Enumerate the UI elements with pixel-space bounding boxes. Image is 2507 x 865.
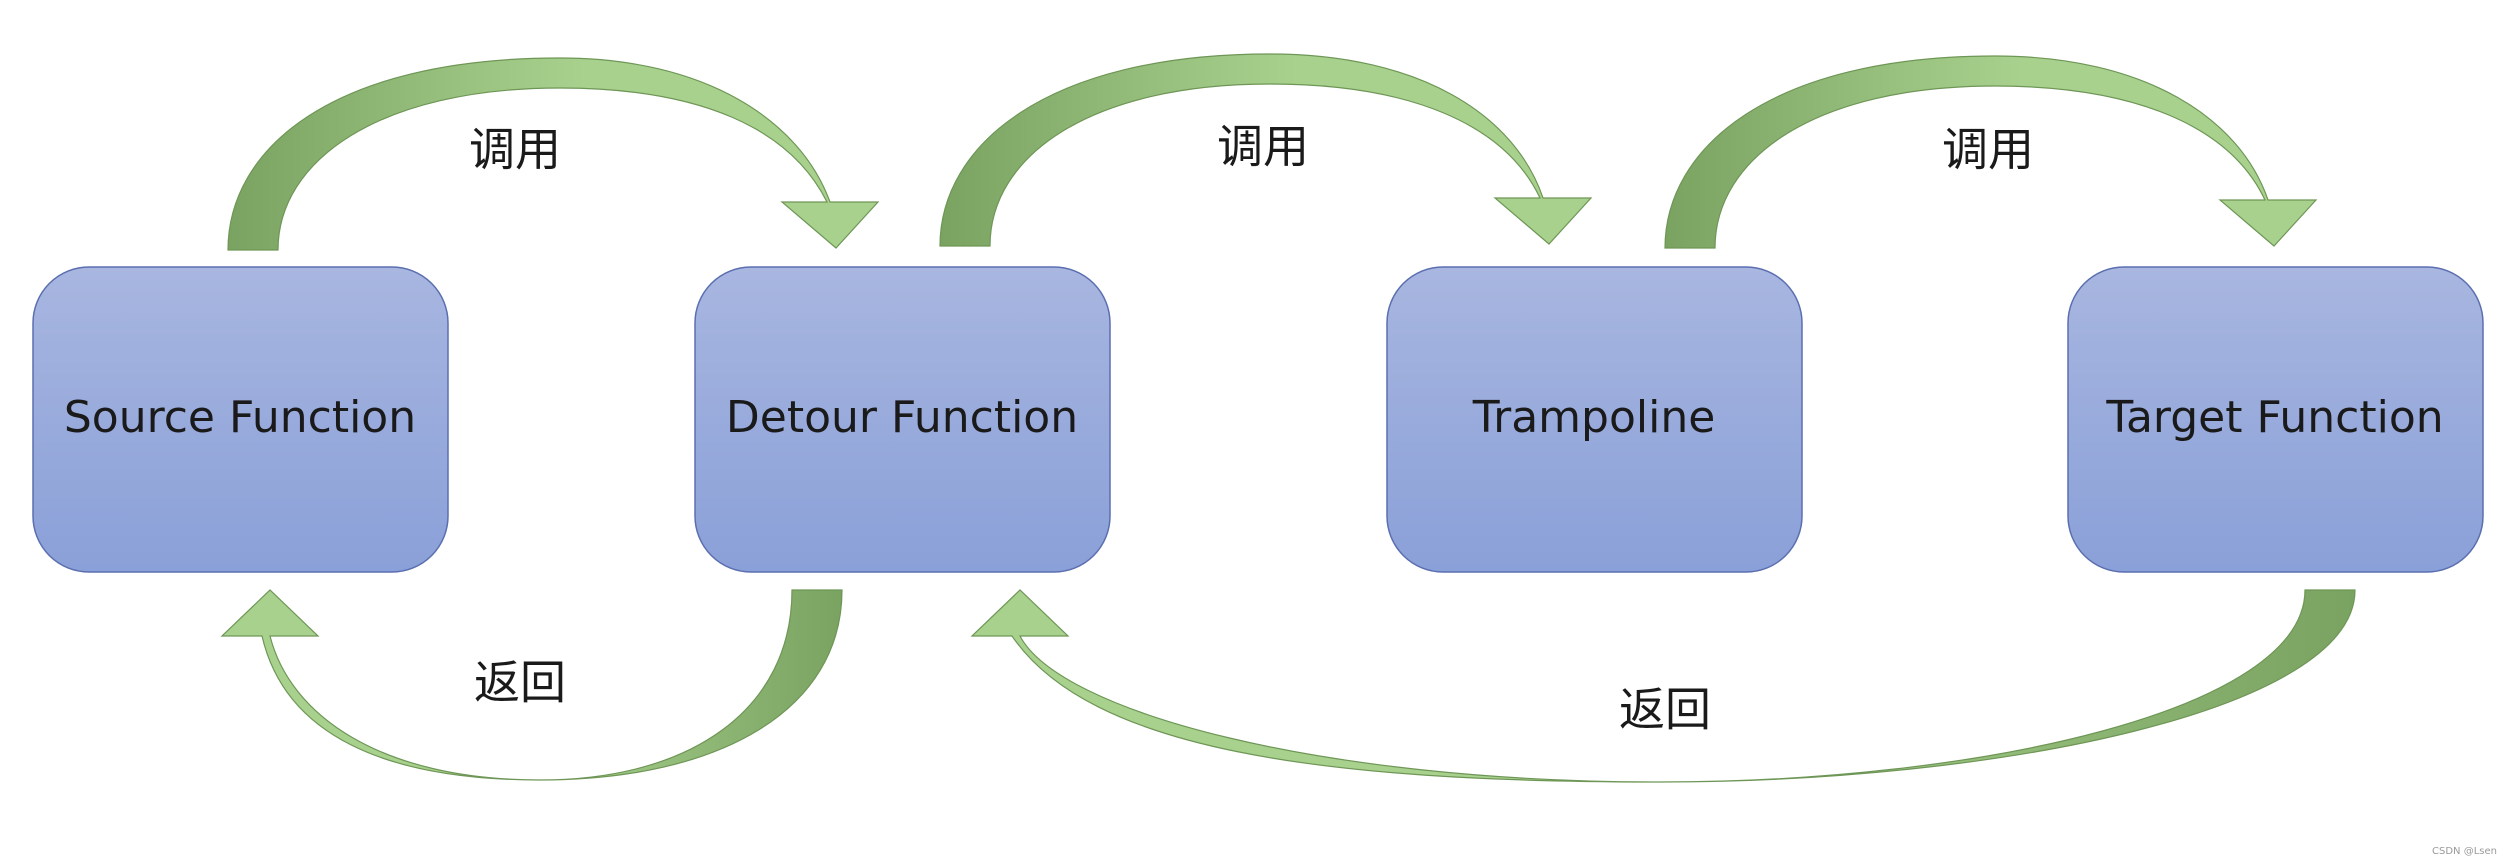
node-target-function-label: Target Function xyxy=(2105,392,2443,443)
node-source-function: Source Function xyxy=(32,266,449,573)
node-source-function-label: Source Function xyxy=(64,392,416,443)
node-trampoline-label: Trampoline xyxy=(1472,392,1716,443)
call-arrow-detour-to-trampoline xyxy=(939,53,1593,247)
call-arrow-trampoline-to-target xyxy=(1664,55,2318,249)
node-detour-function-label: Detour Function xyxy=(726,392,1078,443)
node-target-function: Target Function xyxy=(2067,266,2484,573)
node-detour-function: Detour Function xyxy=(694,266,1111,573)
call-arrow-source-to-detour xyxy=(227,57,880,251)
watermark: CSDN @Lsen xyxy=(2432,846,2497,857)
edge-label-call-3: 调用 xyxy=(1942,123,2034,177)
edge-label-return-1: 返回 xyxy=(474,656,566,710)
return-arrow-target-to-detour xyxy=(970,589,2356,783)
edge-label-return-2: 返回 xyxy=(1619,683,1711,737)
edge-label-call-2: 调用 xyxy=(1217,120,1309,174)
node-trampoline: Trampoline xyxy=(1386,266,1803,573)
edge-label-call-1: 调用 xyxy=(469,123,561,177)
return-arrow-detour-to-source xyxy=(220,589,843,781)
